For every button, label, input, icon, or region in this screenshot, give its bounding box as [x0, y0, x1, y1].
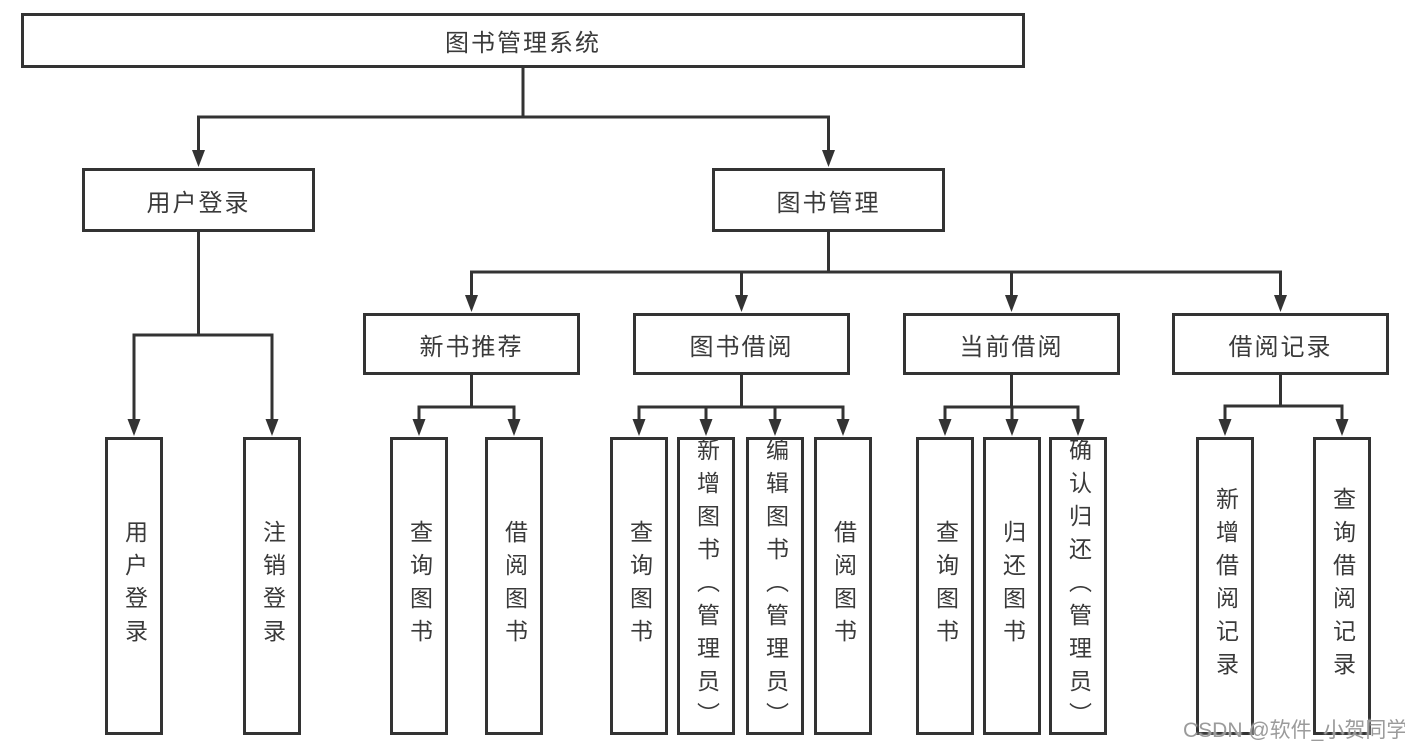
connector-current-borrow-children	[938, 374, 1085, 436]
node-logout-label: 注销登录	[259, 520, 286, 652]
node-book-management: 图书管理	[712, 168, 945, 232]
node-query-borrow-record: 查询借阅记录	[1313, 437, 1371, 735]
node-logout: 注销登录	[243, 437, 301, 735]
node-confirm-return-admin: 确认归还（管理员）	[1049, 437, 1107, 735]
watermark: CSDN @软件_小贺同学	[1183, 719, 1405, 742]
node-book-borrow-label: 图书借阅	[689, 333, 794, 361]
connector-root-to-level2	[192, 66, 835, 167]
node-book-management-label: 图书管理	[776, 189, 881, 217]
node-user-login-label: 用户登录	[146, 189, 251, 217]
node-add-borrow-record-label: 新增借阅记录	[1212, 487, 1239, 685]
node-login-label: 用户登录	[121, 520, 148, 652]
node-borrow-records-label: 借阅记录	[1228, 333, 1333, 361]
node-add-borrow-record: 新增借阅记录	[1196, 437, 1254, 735]
node-query-books-borrow-label: 查询图书	[626, 520, 653, 652]
connector-book-borrow-children	[632, 374, 850, 436]
node-borrow-books-recommend: 借阅图书	[485, 437, 543, 735]
node-return-books-label: 归还图书	[999, 520, 1026, 652]
node-edit-books-admin: 编辑图书（管理员）	[746, 437, 804, 735]
node-new-book-recommend-label: 新书推荐	[419, 333, 524, 361]
connector-user-login-children	[127, 231, 279, 436]
node-borrow-books: 借阅图书	[814, 437, 872, 735]
node-borrow-books-label: 借阅图书	[830, 520, 857, 652]
node-library-system: 图书管理系统	[21, 13, 1025, 68]
node-return-books: 归还图书	[983, 437, 1041, 735]
node-add-books-admin: 新增图书（管理员）	[677, 437, 735, 735]
node-current-borrow-label: 当前借阅	[959, 333, 1064, 361]
node-login: 用户登录	[105, 437, 163, 735]
node-query-borrow-record-label: 查询借阅记录	[1329, 487, 1356, 685]
node-book-borrow: 图书借阅	[633, 313, 850, 375]
node-borrow-books-recommend-label: 借阅图书	[501, 520, 528, 652]
node-query-books-borrow: 查询图书	[610, 437, 668, 735]
node-query-books-current-label: 查询图书	[932, 520, 959, 652]
node-confirm-return-admin-label: 确认归还（管理员）	[1065, 437, 1092, 735]
connector-new-book-children	[412, 374, 521, 436]
node-query-books-recommend-label: 查询图书	[406, 520, 433, 652]
node-borrow-records: 借阅记录	[1172, 313, 1389, 375]
node-current-borrow: 当前借阅	[903, 313, 1120, 375]
node-new-book-recommend: 新书推荐	[363, 313, 580, 375]
node-query-books-recommend: 查询图书	[390, 437, 448, 735]
node-user-login: 用户登录	[82, 168, 315, 232]
node-add-books-admin-label: 新增图书（管理员）	[693, 437, 720, 735]
node-library-system-label: 图书管理系统	[445, 30, 601, 57]
connector-book-management-children	[465, 231, 1287, 312]
node-query-books-current: 查询图书	[916, 437, 974, 735]
connector-borrow-record-children	[1218, 374, 1349, 436]
node-edit-books-admin-label: 编辑图书（管理员）	[762, 437, 789, 735]
